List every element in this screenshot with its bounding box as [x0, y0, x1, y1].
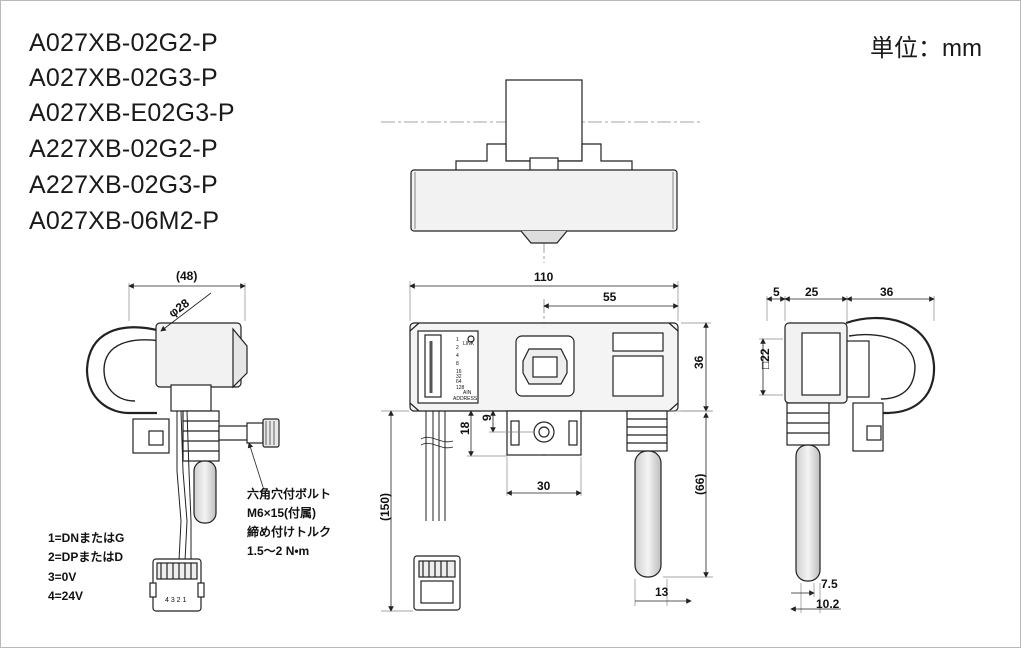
panel-label-32: 32 [456, 374, 462, 380]
top-view [381, 79, 701, 263]
dim-front-height: 36 [692, 355, 706, 369]
dim-cable-150: (150) [378, 493, 392, 521]
model-number-2: A027XB-02G3-P [29, 64, 218, 92]
bolt-note-line-3: 締め付けトルク [247, 524, 331, 539]
front-view [381, 281, 713, 612]
lower-window [612, 355, 664, 397]
left-view [85, 283, 280, 612]
model-number-3: A027XB-E02G3-P [29, 99, 235, 127]
panel-label-ain: AIN [463, 390, 472, 396]
pin-legend-2: 2=DPまたはD [48, 550, 123, 564]
pin-legend-4: 4=24V [48, 589, 83, 603]
bolt-shank [218, 425, 250, 441]
top-view-connector-stub [520, 230, 568, 244]
right-connector-rod [795, 444, 821, 582]
top-view-stem [505, 79, 583, 162]
dim-right-10-2: 10.2 [816, 597, 840, 611]
front-connector-housing [626, 410, 668, 452]
dim-right-square: □22 [758, 348, 772, 369]
panel-label-64: 64 [456, 379, 462, 385]
bolt-note-line-1: 六角穴付ボルト [247, 486, 331, 501]
dim-connector-13: 13 [655, 585, 669, 599]
right-clamp-ring [845, 316, 936, 415]
dim-front-total-width: 110 [534, 270, 554, 284]
dim-front-half-width: 55 [603, 290, 617, 304]
led-panel-labels: 1 2 4 8 16 32 64 128 LINK AIN ADDRESS [453, 337, 478, 402]
dim-right-36: 36 [880, 285, 894, 299]
bolt-note-line-2: M6×15(付属) [247, 505, 316, 520]
left-clamp-ring-outer [85, 326, 162, 415]
unit-label: 単位：mm [870, 35, 982, 62]
dim-mount-30: 30 [537, 479, 551, 493]
panel-label-2: 2 [456, 345, 459, 351]
dim-connector-66: (66) [693, 474, 707, 495]
model-number-5: A227XB-02G3-P [29, 171, 218, 199]
dim-mount-9: 9 [480, 414, 494, 421]
pin-legend-1: 1=DNまたはG [48, 531, 124, 545]
bolt-head [262, 418, 280, 448]
left-connector-rod [193, 460, 217, 524]
top-view-slot [529, 157, 559, 172]
dim-diameter: φ28 [166, 296, 192, 320]
left-view-front-bevel [232, 327, 248, 389]
left-view-body [155, 322, 242, 388]
pin-legend-3: 3=0V [48, 570, 76, 584]
panel-label-128: 128 [456, 385, 465, 391]
model-number-4: A227XB-02G2-P [29, 135, 218, 163]
panel-label-4: 4 [456, 353, 459, 359]
left-view-neck [170, 384, 212, 412]
model-number-6: A027XB-06M2-P [29, 207, 220, 235]
right-view-window [801, 332, 841, 396]
dim-mount-18: 18 [458, 421, 472, 435]
panel-label-address: ADDRESS [453, 396, 478, 402]
dim-right-5: 5 [773, 285, 780, 299]
model-number-1: A027XB-02G2-P [29, 29, 218, 57]
dim-right-7-5: 7.5 [821, 577, 838, 591]
upper-window [612, 332, 664, 352]
panel-label-8: 8 [456, 361, 459, 367]
left-clamp-ring-inner [103, 339, 162, 402]
dim-left-width: (48) [176, 269, 197, 283]
panel-label-16: 16 [456, 369, 462, 375]
dim-right-25: 25 [805, 285, 819, 299]
bolt-leader [247, 442, 264, 488]
right-connector-housing [786, 402, 830, 446]
connector-pin-numbers: 4 3 2 1 [165, 597, 187, 604]
panel-label-1: 1 [456, 337, 459, 343]
panel-label-link: LINK [463, 341, 475, 347]
front-connector-rod [634, 450, 662, 578]
top-view-body [410, 169, 678, 232]
bolt-note-line-4: 1.5〜2 N•m [247, 544, 309, 558]
right-view [759, 296, 936, 613]
